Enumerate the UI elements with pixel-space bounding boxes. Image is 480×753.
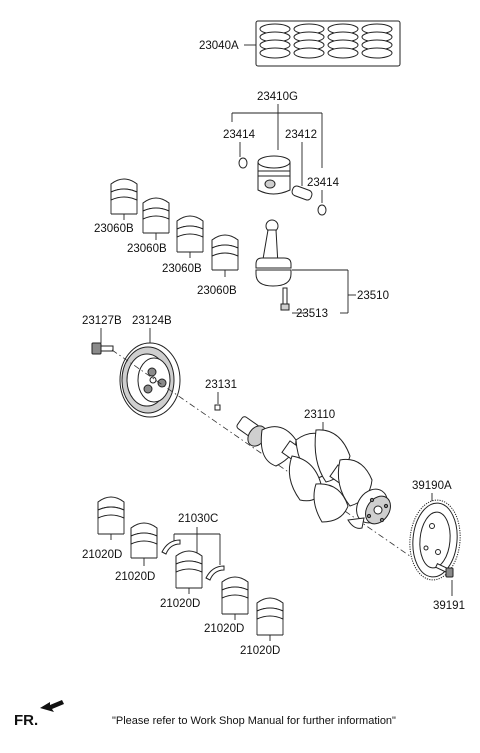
label-pulley-bolt: 23127B bbox=[82, 315, 122, 327]
main-bearing-3[interactable] bbox=[175, 550, 203, 573]
label-main-bearing-2: 21020D bbox=[115, 571, 155, 583]
crank-centerline bbox=[111, 349, 421, 564]
snap-ring-left[interactable] bbox=[238, 157, 248, 169]
label-rod-bearing-2: 23060B bbox=[127, 243, 167, 255]
rod-bearing-4[interactable] bbox=[211, 234, 239, 257]
front-label: FR. bbox=[14, 712, 38, 729]
main-bearing-1[interactable] bbox=[97, 496, 125, 519]
drive-plate-bolt[interactable] bbox=[435, 562, 454, 578]
label-main-bearing-4: 21020D bbox=[204, 623, 244, 635]
label-piston-pin: 23412 bbox=[285, 129, 317, 141]
main-bearing-4[interactable] bbox=[221, 576, 249, 599]
label-rod-bolt: 23513 bbox=[296, 308, 328, 320]
label-drive-plate: 39190A bbox=[412, 480, 452, 492]
label-snap-ring-right: 23414 bbox=[307, 177, 340, 189]
rod-bearing-2[interactable] bbox=[142, 197, 170, 220]
label-key: 23131 bbox=[205, 379, 237, 391]
damper-pulley[interactable] bbox=[119, 342, 181, 418]
label-main-bearing-1: 21020D bbox=[82, 549, 122, 561]
label-crankshaft: 23110 bbox=[304, 409, 335, 421]
label-connecting-rod: 23510 bbox=[357, 290, 389, 302]
woodruff-key[interactable] bbox=[214, 404, 221, 411]
front-arrow-icon bbox=[40, 700, 64, 712]
label-piston-assy: 23410G bbox=[257, 91, 298, 103]
drive-plate[interactable] bbox=[407, 498, 464, 582]
label-snap-ring-left: 23414 bbox=[223, 129, 256, 141]
label-drive-plate-bolt: 39191 bbox=[433, 600, 465, 612]
pulley-bolt[interactable] bbox=[91, 342, 114, 355]
crankshaft[interactable] bbox=[236, 416, 396, 529]
label-damper-pulley: 23124B bbox=[132, 315, 172, 327]
label-rod-bearing-4: 23060B bbox=[197, 285, 237, 297]
piston-ring-set[interactable] bbox=[255, 20, 401, 67]
rod-bearing-1[interactable] bbox=[110, 178, 138, 201]
label-main-bearing-3: 21020D bbox=[160, 598, 200, 610]
connecting-rod[interactable] bbox=[255, 219, 292, 287]
thrust-washer-1[interactable] bbox=[161, 539, 181, 555]
main-bearing-2[interactable] bbox=[130, 522, 158, 545]
main-bearing-5[interactable] bbox=[256, 597, 284, 620]
label-rod-bearing-3: 23060B bbox=[162, 263, 202, 275]
label-rod-bearing-1: 23060B bbox=[94, 223, 134, 235]
rod-bolt[interactable] bbox=[280, 287, 290, 311]
snap-ring-right[interactable] bbox=[317, 204, 327, 216]
rod-bearing-3[interactable] bbox=[176, 215, 204, 238]
label-thrust-washer: 21030C bbox=[178, 513, 218, 525]
label-piston-ring-set: 23040A bbox=[199, 40, 239, 52]
label-main-bearing-5: 21020D bbox=[240, 645, 280, 657]
thrust-washer-3[interactable] bbox=[205, 565, 225, 581]
piston-pin[interactable] bbox=[291, 185, 313, 201]
piston[interactable] bbox=[257, 155, 291, 195]
workshop-note: "Please refer to Work Shop Manual for fu… bbox=[112, 715, 396, 727]
